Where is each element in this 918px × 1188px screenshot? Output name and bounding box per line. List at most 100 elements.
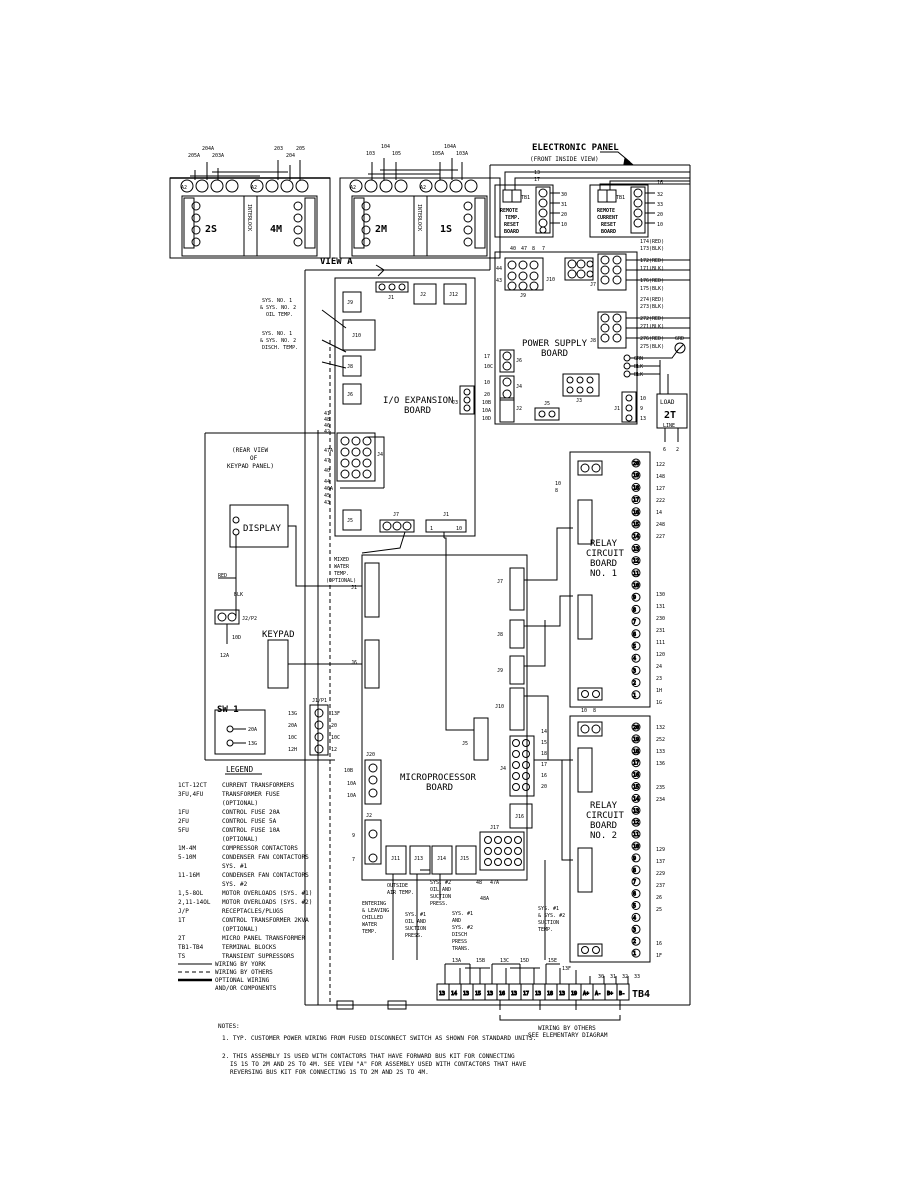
legend-code: 1CT-12CT (178, 782, 207, 789)
terminal-number: 10 (633, 844, 639, 850)
rear-view-label: OF (250, 455, 258, 462)
legend-code: 2,11-14OL (178, 899, 211, 906)
wire-color: BLK (234, 592, 243, 598)
wire-label: 10 (657, 222, 663, 228)
a2-label: A2 (420, 185, 426, 191)
wire-label: 10 (555, 481, 561, 487)
tb4-terminal: 13 (559, 991, 565, 997)
contactor-assembly-left (169, 160, 331, 259)
relay-terminal (631, 841, 641, 851)
wire-label: 10A (347, 793, 356, 799)
wire-label: 46A (324, 486, 333, 492)
wire-label: 42 (324, 429, 330, 435)
sensor-note: & LEAVING (362, 908, 389, 914)
wire-label: 18 (541, 751, 547, 757)
remote-current-line: BOARD (601, 229, 616, 235)
legend-desc: SYS. #2 (222, 881, 248, 888)
wire-label: 15D (520, 958, 529, 964)
relay1-title: NO. 1 (590, 569, 617, 579)
transformer-pin: 2 (676, 447, 679, 453)
connector-j9: J9 (497, 668, 503, 674)
relay-terminal (631, 912, 641, 922)
electronic-panel-title: ELECTRONIC PANEL (532, 143, 619, 153)
relay-terminal (631, 770, 641, 780)
sensor-note: & SYS. #2 (538, 913, 565, 919)
relay-terminal (631, 556, 641, 566)
relay-terminal (631, 805, 641, 815)
sensor-mixed: (OPTIONAL) (326, 578, 356, 584)
sensor-note: OIL AND (430, 887, 451, 893)
interlock-label: INTERLOCK (246, 204, 252, 231)
terminal-number: 17 (633, 498, 639, 504)
legend-desc: RECEPTACLES/PLUGS (222, 908, 284, 915)
wire-label: 111 (656, 640, 665, 646)
tb1-label: TB1 (521, 195, 530, 201)
tb4-terminal: 13 (463, 991, 469, 997)
wire-label: 44 (324, 479, 330, 485)
wire-label: 41 (324, 411, 330, 417)
sensor-note: OIL AND (405, 919, 426, 925)
ground-label: GRD (675, 336, 684, 342)
terminal-number: 18 (633, 485, 639, 491)
connector-j3: J3 (452, 400, 458, 406)
wire-label: 10A (347, 781, 356, 787)
wire-label: 48A (480, 896, 489, 902)
view-a-label: VIEW A (320, 257, 353, 267)
pin-label: 1 (430, 526, 433, 532)
relay-terminal (631, 507, 641, 517)
legend-desc: TRANSFORMER FUSE (222, 791, 280, 798)
relay-terminal (631, 782, 641, 791)
terminal-number: 15 (633, 522, 639, 528)
wire-label: 16 (657, 180, 663, 186)
wire-label: 136 (656, 761, 665, 767)
wire-label: 47A (490, 880, 499, 886)
sensor-oil: OIL TEMP. (266, 312, 293, 318)
legend-desc: MICRO PANEL TRANSFORMER (222, 935, 305, 942)
legend-code: 5-10M (178, 854, 196, 861)
wire-label: 131 (656, 604, 665, 610)
wire-label: 276(RED) (640, 336, 664, 342)
connector-j1: J1 (388, 295, 394, 301)
wire-label: 203 (274, 146, 283, 152)
wire-label: 9 (640, 406, 643, 412)
relay1-title: CIRCUIT (586, 549, 625, 559)
legend-line-label: AND/OR COMPONENTS (215, 985, 277, 992)
legend-line-label: WIRING BY YORK (215, 961, 266, 968)
contactor-2s-label: 2S (205, 224, 217, 235)
relay-terminal (631, 519, 641, 529)
sensor-disch: DISCH. TEMP. (262, 345, 298, 351)
relay2-title: CIRCUIT (586, 811, 625, 821)
note-2: REVERSING BUS KIT FOR CONNECTING 1S TO 2… (230, 1069, 429, 1076)
wire-label: 248 (656, 522, 665, 528)
note-2: 2. THIS ASSEMBLY IS USED WITH CONTACTORS… (222, 1053, 515, 1060)
remote-temp-line: BOARD (504, 229, 519, 235)
wire-label: 13G (248, 741, 257, 747)
transformer-load: LOAD (660, 399, 675, 406)
wire-label: 13A (452, 958, 461, 964)
j2p2-label: J2/P2 (242, 616, 257, 622)
wire-label: 13 (534, 170, 540, 176)
wire-label: 230 (656, 616, 665, 622)
legend-code: TB1-TB4 (178, 944, 204, 951)
sensor-note: DISCH (452, 932, 467, 938)
wire-label: 10B (482, 400, 491, 406)
wire-label: 31 (561, 202, 567, 208)
terminal-number: 3 (633, 927, 636, 933)
j1p1-label: J1/P1 (312, 698, 327, 704)
relay-terminal (631, 924, 641, 934)
wire-label: 14 (656, 510, 662, 516)
wire-label: 20 (561, 212, 567, 218)
sensor-note: TRANS. (452, 946, 470, 952)
wire-label: 16 (541, 773, 547, 779)
connector-j9: J9 (347, 300, 353, 306)
terminal-number: 18 (633, 749, 639, 755)
terminal-number: 4 (633, 915, 636, 921)
wire-label: 20 (657, 212, 663, 218)
relay-terminal (631, 722, 641, 732)
sensor-note: PRESS. (430, 901, 448, 907)
wire-label: 271(BLK) (640, 324, 664, 330)
a2-label: A2 (181, 185, 187, 191)
connector-j1: J1 (351, 585, 357, 591)
wire-label: 127 (656, 486, 665, 492)
wire-label: 20 (331, 723, 337, 729)
